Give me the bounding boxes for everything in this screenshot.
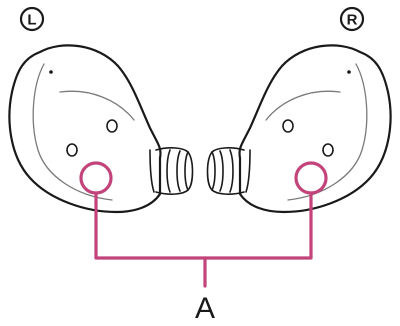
right-earbud-body bbox=[239, 45, 390, 212]
callout-label: A bbox=[195, 292, 215, 325]
left-side-marker: L bbox=[21, 8, 43, 30]
right-sensor-hole-lower bbox=[323, 144, 333, 156]
left-microphone-dot bbox=[49, 70, 53, 74]
left-sensor-hole-lower bbox=[67, 144, 77, 156]
right-sensor-hole-upper bbox=[283, 120, 293, 132]
right-side-marker: R bbox=[341, 8, 363, 30]
left-earbud bbox=[9, 45, 192, 212]
right-microphone-dot bbox=[347, 70, 351, 74]
right-marker-letter: R bbox=[347, 12, 358, 29]
left-sensor-hole-upper bbox=[107, 120, 117, 132]
left-marker-letter: L bbox=[27, 12, 36, 29]
